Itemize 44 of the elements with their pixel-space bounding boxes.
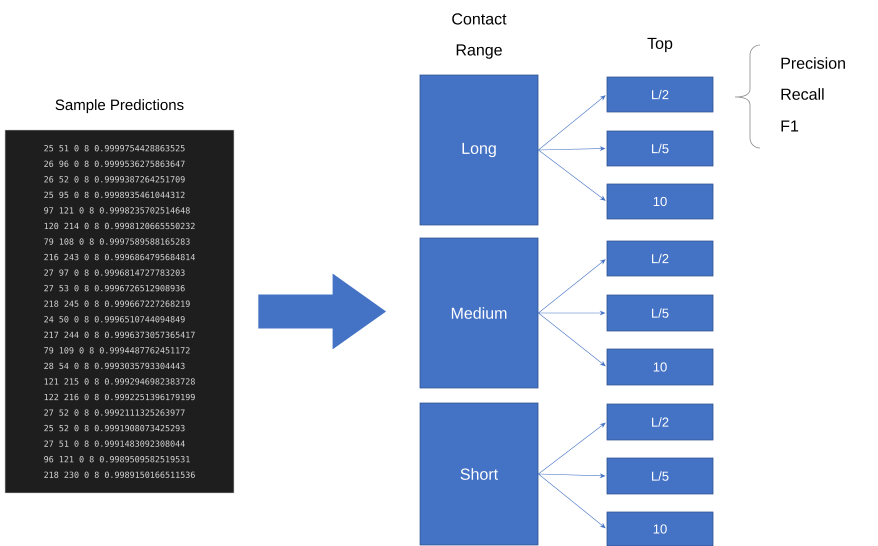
node-label: 216 243 0 8 0.9996864795684814	[44, 254, 195, 260]
node-label: 121 215 0 8 0.9992946982383728	[44, 378, 195, 385]
heading-text: Top	[647, 38, 672, 52]
top-box: 10	[606, 348, 714, 386]
node-label: 97 121 0 8 0.9998235702514648	[44, 207, 190, 214]
top-box: L/2	[606, 404, 714, 440]
node-label: 25 95 0 8 0.9998935461044312	[44, 192, 185, 198]
node-label: 96 121 0 8 0.9989509582519531	[44, 456, 190, 462]
heading-text: F1	[782, 120, 798, 132]
heading-text: Precision	[782, 57, 845, 69]
node-label: 25 52 0 8 0.9991908073425293	[44, 424, 185, 432]
node-label: 120 214 0 8 0.9998120665550232	[44, 222, 195, 230]
node-label: 27 52 0 8 0.9992111325263977	[44, 409, 185, 416]
node-label: 27 51 0 8 0.9991483092308044	[44, 440, 185, 447]
top-box: L/5	[606, 294, 714, 332]
range-box: Long	[420, 74, 538, 226]
top-box: L/2	[606, 240, 714, 276]
heading-text: Recall	[782, 88, 824, 100]
arrow	[538, 259, 606, 314]
node-label: 79 109 0 8 0.9994487762451172	[44, 347, 190, 354]
node-label: 25 51 0 8 0.9999754428863525	[44, 145, 185, 152]
node-label: 217 244 0 8 0.9996373057365417	[44, 332, 195, 338]
node-label: 218 230 0 8 0.9989150166511536	[44, 472, 195, 478]
top-box: L/2	[606, 76, 714, 112]
top-box: 10	[606, 512, 714, 546]
node-label: 26 52 0 8 0.9999387264251709	[44, 176, 185, 183]
node-label: 26 96 0 8 0.9999536275863647	[44, 160, 185, 167]
range-box: Medium	[420, 238, 538, 388]
panel-heading: Sample Predictions	[56, 99, 184, 114]
arrow	[538, 95, 606, 150]
node-label: 218 245 0 8 0.999667227268219	[44, 300, 190, 307]
range-box: Short	[420, 402, 538, 546]
node-label: 79 108 0 8 0.9997589588165283	[44, 238, 190, 245]
top-box: 10	[606, 184, 714, 220]
node-label: 24 50 0 8 0.9996510744094849	[44, 316, 185, 322]
node-label: 27 97 0 8 0.9996814727783203	[44, 269, 185, 276]
code-panel: 25 51 0 8 0.9999754428863525 26 96 0 8 0.9999536275863647 26 52 0 8 0.9999387264251709 25 95 0 8 0.9998935461044312 97 121 0 8 0.9998235702514648 120 214 0 8 0.9998120665550232 79 108 0 8 0.9997589588165283 216 243 0 8 0.9996864795684814 27 97 0 8 0.9996814727783203 27 53 0 8 0.9996726512908936 218 245 0 8 0.999667227268219 24 50 0 8 0.9996510744094849 217 244 0 8 0.9996373057365417 79 109 0 8 0.9994487762451172 28 54 0 8 0.9993035793304443 121 215 0 8 0.9992946982383728 122 216 0 8 0.9992251396179199 27 52 0 8 0.9992111325263977 25 52 0 8 0.9991908073425293 27 51 0 8 0.9991483092308044 96 121 0 8 0.9989509582519531 218 230 0 8 0.9989150166511536	[4, 130, 234, 494]
node-label: 27 53 0 8 0.9996726512908936	[44, 284, 185, 292]
arrow	[538, 474, 606, 528]
top-box: L/5	[606, 458, 714, 494]
node-label: 122 216 0 8 0.9992251396179199	[44, 394, 195, 400]
top-box: L/5	[606, 130, 714, 166]
heading-text: Contact Range	[452, 13, 506, 59]
node-label: 28 54 0 8 0.9993035793304443	[44, 362, 185, 370]
